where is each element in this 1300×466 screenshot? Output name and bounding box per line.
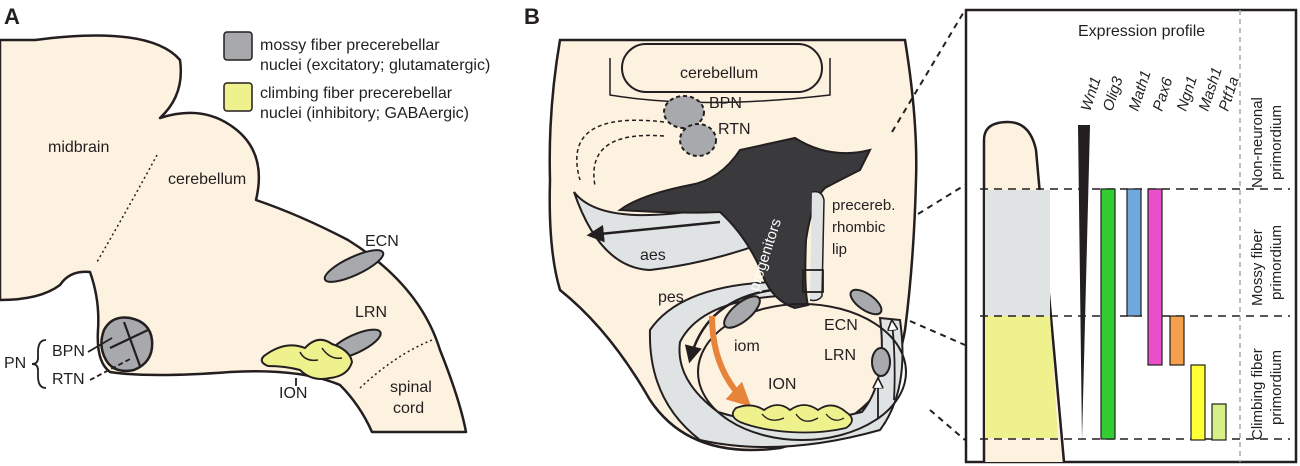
label-bpn-a: BPN bbox=[52, 343, 85, 360]
rhombic-lip bbox=[809, 190, 825, 302]
label-cerebellum-a: cerebellum bbox=[168, 171, 246, 188]
bpn-nucleus-b bbox=[663, 95, 705, 129]
label-aes: aes bbox=[640, 247, 666, 264]
label-lrn-a: LRN bbox=[355, 304, 387, 321]
zone-non-neuronal-line1: Non-neuronal bbox=[1249, 97, 1266, 188]
pn-brace bbox=[31, 339, 47, 389]
bar-mash1 bbox=[1190, 364, 1206, 441]
zone-climbing-line1: Climbing fiber bbox=[1249, 348, 1266, 440]
legend-mossy-line2: nuclei (excitatory; glutamatergic) bbox=[260, 57, 490, 74]
rtn-nucleus-b bbox=[679, 123, 717, 157]
cerebellum-block bbox=[621, 43, 823, 93]
label-rtn-b: RTN bbox=[718, 121, 751, 138]
zone-mossy-line1: Mossy fiber bbox=[1249, 229, 1266, 306]
label-cerebellum-b: cerebellum bbox=[680, 65, 758, 82]
label-ion-b: ION bbox=[768, 376, 796, 393]
spinal-boundary bbox=[359, 339, 433, 389]
pontine-divider-2 bbox=[122, 321, 142, 367]
label-spinal-line1: spinal bbox=[390, 379, 432, 396]
label-rtn-a: RTN bbox=[52, 371, 85, 388]
zone-climbing-line2: primordium bbox=[1268, 350, 1285, 425]
label-iom: iom bbox=[734, 338, 760, 355]
dashed-stream bbox=[576, 119, 665, 181]
label-spinal-line2: cord bbox=[393, 400, 424, 417]
zone-non-neuronal-line2: primordium bbox=[1268, 105, 1285, 180]
zone-mossy-line2: primordium bbox=[1268, 225, 1285, 300]
zone-climbing bbox=[985, 316, 1058, 438]
ecn-nucleus-a bbox=[323, 249, 385, 283]
bar-math1 bbox=[1126, 188, 1142, 317]
cerebellum-inner bbox=[609, 58, 831, 104]
aes-arrow bbox=[586, 220, 721, 243]
ecn-arrow bbox=[892, 322, 895, 401]
panel-b-letter: B bbox=[524, 4, 540, 29]
label-precereb-line2: rhombic bbox=[832, 219, 886, 236]
inner-ring bbox=[697, 303, 907, 441]
dashed-stream-2 bbox=[593, 134, 665, 187]
label-precereb-line3: lip bbox=[832, 241, 847, 258]
panel-b: B cerebellum BPN RTN aes pes progenitors… bbox=[524, 4, 918, 452]
bpn-leader bbox=[87, 337, 113, 353]
label-pes: pes bbox=[658, 289, 684, 306]
bar-pax6 bbox=[1147, 188, 1163, 366]
zoom-box bbox=[802, 269, 824, 293]
ion-nucleus-b bbox=[731, 404, 853, 434]
iom-nucleus bbox=[723, 295, 761, 329]
ion-migration-arrow bbox=[709, 315, 752, 407]
expression-panel: Expression profile Non-neuronal primordi… bbox=[964, 8, 1298, 464]
ion-folds-b bbox=[761, 413, 845, 422]
label-midbrain: midbrain bbox=[48, 139, 109, 156]
label-bpn-b: BPN bbox=[709, 95, 742, 112]
lrn-nucleus-b bbox=[871, 347, 891, 377]
panel-a: A mossy fiber precerebellar nuclei (exci… bbox=[0, 4, 490, 434]
pes-arrow bbox=[684, 288, 773, 364]
label-lrn-b: LRN bbox=[824, 347, 856, 364]
bar-ptf1a bbox=[1211, 403, 1227, 441]
bar-wnt1 bbox=[1078, 125, 1090, 440]
zoom-lines bbox=[891, 9, 966, 441]
label-pn: PN bbox=[4, 355, 26, 372]
pontine-divider bbox=[109, 329, 149, 349]
legend-climbing-line2: nuclei (inhibitory; GABAergic) bbox=[260, 105, 469, 122]
panel-a-letter: A bbox=[4, 4, 20, 29]
legend-climbing-line1: climbing fiber precerebellar bbox=[260, 85, 453, 102]
legend-mossy-line1: mossy fiber precerebellar bbox=[260, 37, 440, 54]
label-ion-a: ION bbox=[279, 385, 307, 402]
legend-climbing-swatch bbox=[223, 82, 253, 112]
label-ecn-a: ECN bbox=[365, 233, 399, 250]
bar-ngn1 bbox=[1169, 315, 1185, 366]
pontine-nucleus bbox=[100, 316, 154, 373]
label-ecn-b: ECN bbox=[824, 317, 858, 334]
legend-mossy-swatch bbox=[223, 31, 253, 61]
bar-olig3 bbox=[1100, 188, 1116, 440]
ion-folds-a bbox=[299, 347, 343, 362]
expression-title: Expression profile bbox=[1078, 23, 1205, 40]
label-precereb-line1: precereb. bbox=[832, 197, 895, 214]
ecn-nucleus-b bbox=[849, 288, 883, 316]
pes-stream bbox=[648, 280, 904, 448]
zone-mossy bbox=[985, 190, 1050, 316]
